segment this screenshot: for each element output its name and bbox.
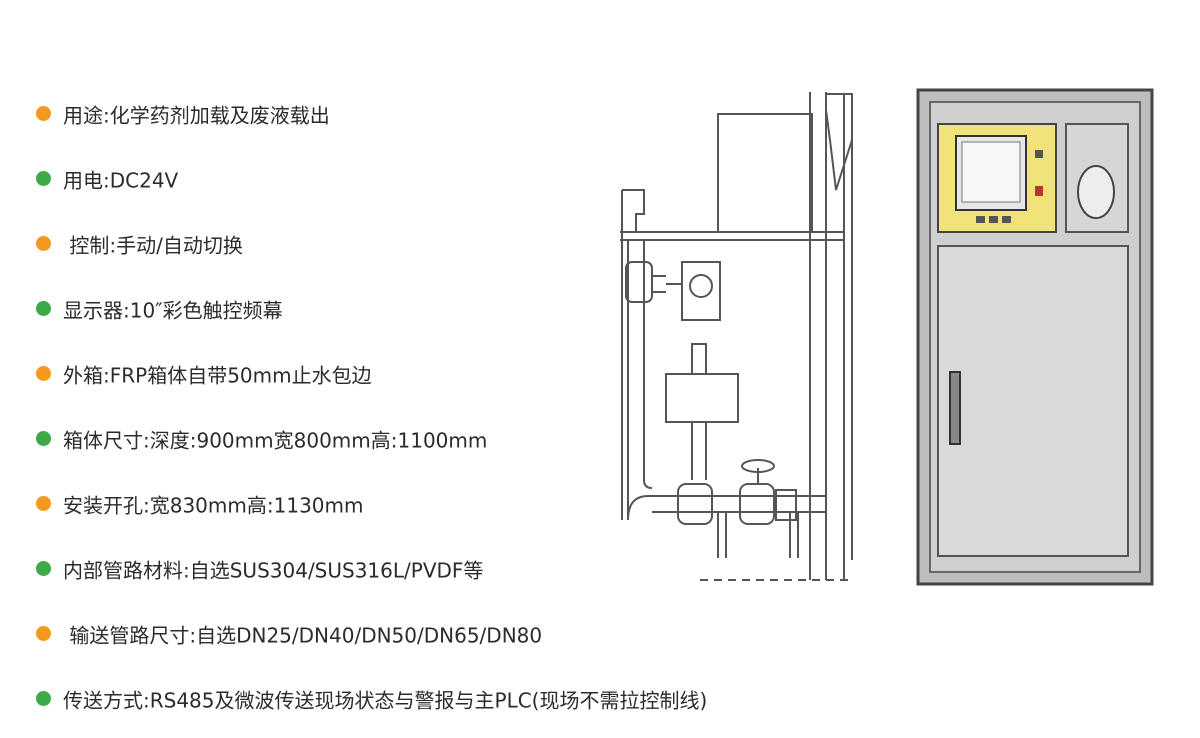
piping-side-view-drawing: [620, 88, 1154, 586]
bullet-dot-icon: [36, 691, 51, 706]
spec-text: 输送管路尺寸:自选DN25/DN40/DN50/DN65/DN80: [63, 623, 543, 648]
bullet-dot-icon: [36, 626, 51, 641]
spec-item-control: 控制:手动/自动切换: [36, 227, 243, 261]
spec-text: 箱体尺寸:深度:900mm宽800mm高:1100mm: [63, 428, 488, 453]
bullet-dot-icon: [36, 431, 51, 446]
spec-text: 显示器:10″彩色触控频幕: [63, 298, 283, 323]
spec-item-enclosure: 外箱:FRP箱体自带50mm止水包边: [36, 357, 372, 391]
spec-item-transmission: 传送方式:RS485及微波传送现场状态与警报与主PLC(现场不需拉控制线): [36, 682, 707, 716]
spec-item-usage: 用途:化学药剂加载及废液载出: [36, 97, 330, 131]
bullet-dot-icon: [36, 366, 51, 381]
spec-text: 内部管路材料:自选SUS304/SUS316L/PVDF等: [63, 558, 484, 583]
bullet-dot-icon: [36, 561, 51, 576]
spec-text: 用途:化学药剂加载及废液载出: [63, 103, 330, 128]
spec-text: 用电:DC24V: [63, 168, 179, 193]
spec-text: 安装开孔:宽830mm高:1130mm: [63, 493, 364, 518]
bullet-dot-icon: [36, 106, 51, 121]
spec-item-cabinet-size: 箱体尺寸:深度:900mm宽800mm高:1100mm: [36, 422, 487, 456]
bullet-dot-icon: [36, 301, 51, 316]
spec-item-mounting-opening: 安装开孔:宽830mm高:1130mm: [36, 487, 363, 521]
cabinet-front-view: [916, 88, 1154, 586]
spec-text: 控制:手动/自动切换: [63, 233, 243, 258]
bullet-dot-icon: [36, 171, 51, 186]
spec-item-piping-material: 内部管路材料:自选SUS304/SUS316L/PVDF等: [36, 552, 483, 586]
spec-item-pipe-size: 输送管路尺寸:自选DN25/DN40/DN50/DN65/DN80: [36, 617, 542, 651]
bullet-dot-icon: [36, 236, 51, 251]
spec-item-power: 用电:DC24V: [36, 162, 178, 196]
spec-item-display: 显示器:10″彩色触控频幕: [36, 292, 283, 326]
bullet-dot-icon: [36, 496, 51, 511]
spec-text: 传送方式:RS485及微波传送现场状态与警报与主PLC(现场不需拉控制线): [63, 688, 708, 713]
spec-text: 外箱:FRP箱体自带50mm止水包边: [63, 363, 372, 388]
